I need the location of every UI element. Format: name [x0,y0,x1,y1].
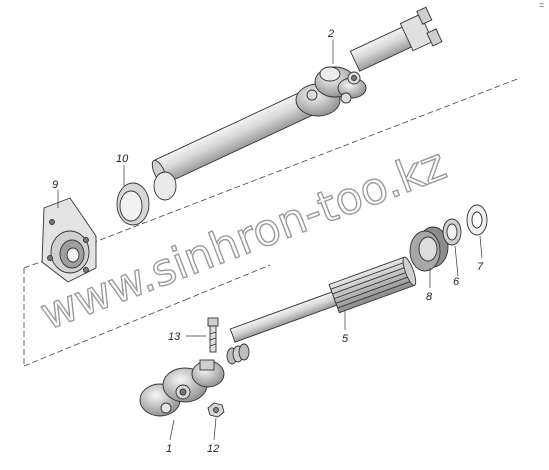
callout-5: 5 [342,333,349,345]
callout-13: 13 [168,331,181,343]
corner-mark: = [539,0,544,10]
upper-shaft-assembly [151,6,443,185]
watermark-text: www.sinhron-too.kz [34,139,453,341]
callout-1: 1 [166,443,172,455]
spline-nut-part-8 [409,226,449,272]
callout-12: 12 [207,443,219,455]
bolt-part-13 [207,317,219,353]
spline-shaft-part-5 [229,256,417,343]
callout-6: 6 [453,276,460,288]
lock-washer-part-7 [466,204,488,236]
nut-part-12 [207,402,225,418]
upper-universal-joint [295,66,367,117]
shaft-boot-spring [226,343,250,365]
callout-9: 9 [52,179,58,191]
upper-fork-sleeve [349,6,443,72]
callout-10: 10 [116,153,129,165]
callout-8: 8 [426,291,433,303]
flange-plate-part-9 [41,197,97,283]
callout-7: 7 [477,261,484,273]
leader-lines [57,40,483,441]
ring-part-6 [442,218,462,246]
callout-2: 2 [327,28,334,40]
seal-ring-part-10 [116,171,177,226]
lower-universal-joint-part-1 [139,359,225,417]
